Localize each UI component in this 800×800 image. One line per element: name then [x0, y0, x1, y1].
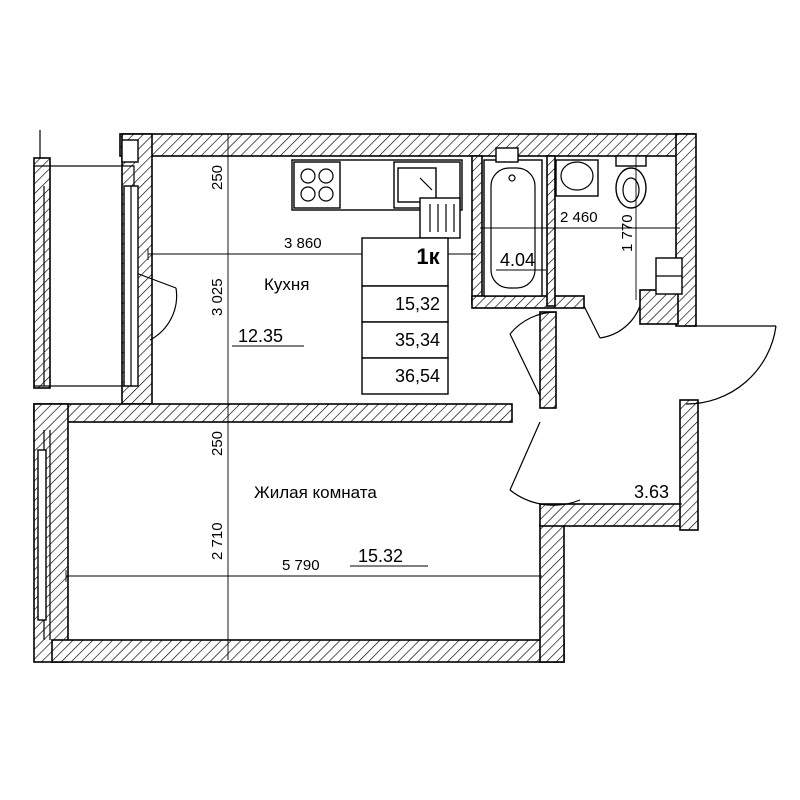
window-living — [37, 449, 47, 621]
apartment-type-label: 1к — [416, 244, 440, 269]
dim-living-depth: 2 710 — [209, 522, 226, 560]
dimension-labels: 3 860 5 790 2 460 250 3 025 250 2 710 1 … — [209, 165, 636, 574]
toilet-bowl-icon — [615, 167, 647, 209]
summary-area-total-with-balcony: 36,54 — [395, 366, 440, 386]
kitchen-door-leaf — [509, 333, 541, 397]
balcony-frame-upper — [33, 157, 51, 389]
area-summary-table: 1к 15,32 35,34 36,54 — [361, 237, 449, 395]
washbasin-icon — [555, 159, 599, 197]
dim-living-width: 5 790 — [282, 557, 320, 574]
dim-kitchen-width: 3 860 — [284, 235, 322, 252]
wall-corridor-pillar — [539, 311, 557, 409]
wall-wc-left — [546, 155, 556, 307]
window-top-left — [121, 139, 139, 163]
dim-bathroom-depth: 1 770 — [619, 214, 636, 252]
doors — [127, 269, 777, 506]
wall-bath-bottom — [471, 295, 585, 309]
kitchen-fixtures — [291, 159, 463, 239]
living-door-leaf — [509, 421, 541, 491]
wall-right-living — [539, 523, 565, 663]
wall-right-lower — [679, 399, 699, 531]
wall-bath-left — [471, 155, 483, 305]
hallway-area: 3.63 — [634, 482, 669, 502]
dim-bathroom-width: 2 460 — [560, 209, 598, 226]
window-top-right — [495, 147, 519, 163]
wall-right-upper — [675, 133, 697, 327]
summary-area-living: 15,32 — [395, 294, 440, 314]
windows — [37, 139, 519, 621]
kitchen-sink-icon — [397, 167, 437, 203]
living-room-area: 15.32 — [358, 546, 403, 566]
kitchen-area: 12.35 — [238, 326, 283, 346]
stove-icon — [293, 161, 341, 209]
summary-area-total: 35,34 — [395, 330, 440, 350]
room-labels: Кухня 12.35 Жилая комната 15.32 4.04 3.6… — [238, 250, 669, 566]
wall-wc-bottom — [639, 289, 679, 325]
wall-middle — [33, 403, 513, 423]
wall-bottom — [51, 639, 565, 663]
bathroom-door-leaf — [583, 305, 601, 339]
dim-living-top-offset: 250 — [209, 431, 226, 456]
living-room-name: Жилая комната — [254, 483, 377, 502]
wall-hall-bottom — [539, 503, 697, 527]
dim-kitchen-depth: 3 025 — [209, 278, 226, 316]
toilet-tank-icon — [615, 155, 647, 167]
bathroom-area: 4.04 — [500, 250, 535, 270]
kitchen-name: Кухня — [264, 275, 310, 294]
dim-kitchen-top-offset: 250 — [209, 165, 226, 190]
entrance-door-swing — [685, 325, 777, 405]
wall-top — [119, 133, 695, 157]
